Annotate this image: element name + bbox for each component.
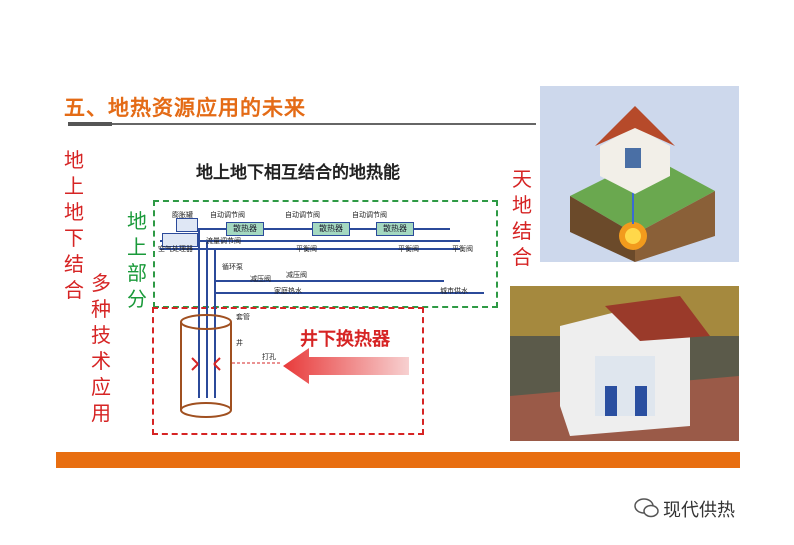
supply-pipe	[160, 240, 460, 242]
multi-tech-vertical-label: 多种技术应用	[89, 270, 113, 426]
balance-valve-label-2: 平衡阀	[398, 244, 419, 254]
geothermal-house-image	[540, 86, 739, 262]
well-cylinder	[178, 312, 234, 422]
solar-geothermal-house-image	[510, 286, 739, 441]
flow-valve-label: 流量调节阀	[206, 236, 241, 246]
watermark-text: 现代供热	[663, 496, 735, 522]
city-supply-label: 城市供水	[440, 286, 468, 296]
right-vertical-label: 天地结合	[510, 166, 534, 270]
pump-label: 循环泵	[222, 262, 243, 272]
balance-valve-label-1: 平衡阀	[296, 244, 317, 254]
drill-pointer	[232, 360, 282, 366]
left-arrow-icon	[283, 348, 409, 384]
auto-valve-label-2: 自动调节阀	[285, 210, 320, 220]
well-label-small: 井	[236, 338, 243, 348]
reducer-label: 减压阀	[250, 274, 271, 284]
heat-exchanger-2: 散热器	[312, 222, 350, 236]
air-handler-label: 空气处理器	[158, 244, 193, 254]
heat-exchanger-3: 散热器	[376, 222, 414, 236]
expansion-tank-label: 膨胀罐	[172, 210, 193, 220]
slide-title: 五、地热资源应用的未来	[64, 92, 306, 122]
diagram-title: 地上地下相互结合的地热能	[196, 158, 400, 183]
expansion-tank	[176, 218, 198, 232]
balance-valve-label-3: 平衡阀	[452, 244, 473, 254]
left-vertical-label: 地上地下结合	[62, 147, 86, 303]
footer-bar	[56, 452, 740, 468]
domestic-pipe	[214, 280, 444, 282]
auto-valve-label-1: 自动调节阀	[210, 210, 245, 220]
title-underline	[68, 123, 536, 125]
wechat-icon	[634, 497, 660, 519]
domestic-water-label: 家庭热水	[274, 286, 302, 296]
title-underline-accent	[68, 122, 112, 126]
auto-valve-label-3: 自动调节阀	[352, 210, 387, 220]
reducer-label-2: 减压阀	[286, 270, 307, 280]
heat-exchanger-1: 散热器	[226, 222, 264, 236]
casing-label: 套管	[236, 312, 250, 322]
above-ground-label: 地上部分	[125, 208, 149, 312]
